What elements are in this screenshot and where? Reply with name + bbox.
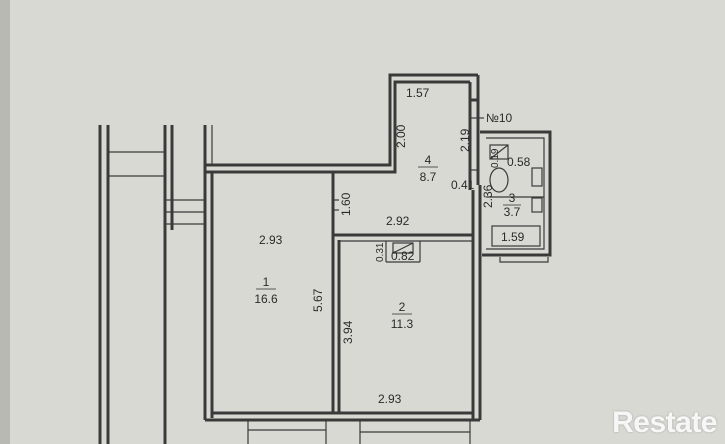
dim-small-wall: 0.41 bbox=[451, 178, 475, 192]
dim-closet-side: 0.31 bbox=[375, 242, 386, 262]
dim-room2-width: 2.93 bbox=[378, 392, 402, 406]
dim-room4-height: 1.60 bbox=[339, 192, 353, 216]
dim-right-upper: 2.19 bbox=[458, 128, 472, 152]
room-1-label: 1 16.6 bbox=[254, 275, 278, 306]
room-1-number: 1 bbox=[263, 275, 270, 289]
room-2-area: 11.3 bbox=[391, 317, 414, 331]
room-4-area: 8.7 bbox=[420, 170, 437, 184]
room-2-label: 2 11.3 bbox=[391, 300, 414, 331]
room-4-label: 4 8.7 bbox=[418, 153, 438, 184]
watermark-text: Restate bbox=[612, 406, 717, 439]
room-4-number: 4 bbox=[425, 153, 432, 167]
dim-bath-area: 1.59 bbox=[501, 230, 525, 244]
dim-wc-area: 0.58 bbox=[507, 155, 531, 169]
bathroom-block bbox=[480, 130, 552, 263]
room-3-number: 3 bbox=[509, 191, 516, 205]
dim-closet-area: 0.82 bbox=[391, 249, 415, 263]
room-3-area: 3.7 bbox=[504, 205, 521, 219]
dim-corridor-height: 2.00 bbox=[394, 124, 408, 148]
dim-bath-side: 2.36 bbox=[481, 184, 495, 208]
room-1-area: 16.6 bbox=[254, 292, 278, 306]
restate-watermark: Restate bbox=[612, 406, 717, 440]
dim-top-corridor: 1.57 bbox=[406, 86, 430, 100]
apartment-number: №10 bbox=[486, 111, 513, 125]
left-structures bbox=[98, 125, 213, 444]
apartment-walls bbox=[203, 73, 482, 422]
dim-room2-height: 3.94 bbox=[341, 320, 355, 344]
dim-bath-sep: 0.19 bbox=[490, 148, 501, 168]
dim-room1-width: 2.93 bbox=[259, 233, 283, 247]
room-3-label: 3 3.7 bbox=[503, 191, 521, 219]
dim-room1-height: 5.67 bbox=[311, 288, 325, 312]
dim-room4-bottom: 2.92 bbox=[386, 214, 410, 228]
room-2-number: 2 bbox=[399, 300, 406, 314]
dimension-ticks bbox=[333, 117, 484, 211]
page-edge bbox=[0, 0, 10, 444]
dimension-labels: 1.57 2.00 2.19 0.19 0.58 0.41 2.36 1.60 … bbox=[259, 86, 531, 406]
window-sills bbox=[247, 420, 471, 444]
